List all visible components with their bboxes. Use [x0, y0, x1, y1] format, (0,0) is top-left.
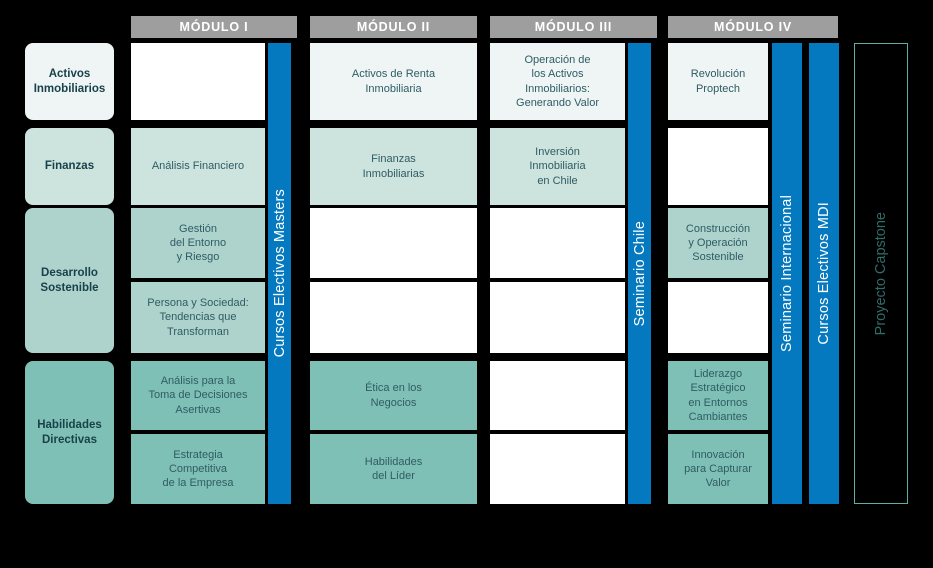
course-cell[interactable]: Estrategia Competitiva de la Empresa	[131, 434, 265, 504]
course-cell[interactable]	[310, 208, 477, 278]
category-label-finanzas: Finanzas	[25, 128, 114, 205]
course-cell[interactable]: Innovación para Capturar Valor	[668, 434, 768, 504]
capstone-box[interactable]: Proyecto Capstone	[854, 43, 908, 504]
vertical-bar-cursos-electivos-masters[interactable]: Cursos Electivos Masters	[268, 43, 291, 504]
vertical-bar-label: Seminario Internacional	[779, 195, 795, 352]
course-cell[interactable]: Análisis para la Toma de Decisiones Aser…	[131, 361, 265, 430]
course-cell[interactable]	[490, 208, 625, 278]
course-cell[interactable]	[490, 282, 625, 353]
module-header-2: MÓDULO II	[310, 16, 477, 38]
capstone-label: Proyecto Capstone	[873, 211, 889, 336]
course-cell[interactable]	[131, 43, 265, 120]
course-cell[interactable]: Persona y Sociedad: Tendencias que Trans…	[131, 282, 265, 353]
course-cell[interactable]	[668, 282, 768, 353]
course-cell[interactable]: Activos de Renta Inmobiliaria	[310, 43, 477, 120]
module-header-1: MÓDULO I	[131, 16, 297, 38]
course-cell[interactable]	[310, 282, 477, 353]
course-cell[interactable]	[668, 128, 768, 205]
vertical-bar-label: Cursos Electivos Masters	[271, 189, 288, 358]
vertical-bar-seminario-chile[interactable]: Seminario Chile	[628, 43, 651, 504]
course-cell[interactable]: Construcción y Operación Sostenible	[668, 208, 768, 278]
category-label-desarrollo-sostenible: Desarrollo Sostenible	[25, 208, 114, 353]
course-cell[interactable]: Liderazgo Estratégico en Entornos Cambia…	[668, 361, 768, 430]
course-cell[interactable]: Análisis Financiero	[131, 128, 265, 205]
category-label-habilidades-directivas: Habilidades Directivas	[25, 361, 114, 504]
course-cell[interactable]: Habilidades del Líder	[310, 434, 477, 504]
vertical-bar-cursos-electivos-mdi[interactable]: Cursos Electivos MDI	[809, 43, 839, 504]
vertical-bar-label: Seminario Chile	[631, 220, 648, 327]
module-header-3: MÓDULO III	[490, 16, 657, 38]
course-cell[interactable]: Inversión Inmobiliaria en Chile	[490, 128, 625, 205]
vertical-bar-label: Cursos Electivos MDI	[816, 202, 832, 345]
module-header-4: MÓDULO IV	[668, 16, 838, 38]
course-cell[interactable]	[490, 361, 625, 430]
course-cell[interactable]: Ética en los Negocios	[310, 361, 477, 430]
course-cell[interactable]	[490, 434, 625, 504]
course-cell[interactable]: Operación de los Activos Inmobiliarios: …	[490, 43, 625, 120]
course-cell[interactable]: Revolución Proptech	[668, 43, 768, 120]
course-cell[interactable]: Gestión del Entorno y Riesgo	[131, 208, 265, 278]
category-label-activos-inmobiliarios: Activos Inmobiliarios	[25, 43, 114, 120]
vertical-bar-seminario-internacional[interactable]: Seminario Internacional	[772, 43, 802, 504]
course-cell[interactable]: Finanzas Inmobiliarias	[310, 128, 477, 205]
